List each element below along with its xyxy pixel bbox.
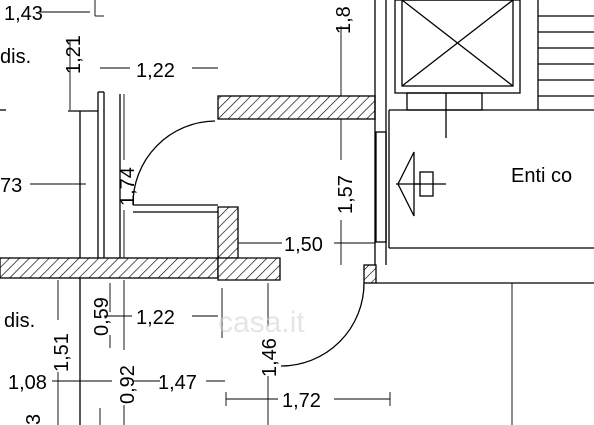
dim-1-47: 1,47 bbox=[158, 372, 197, 394]
dim-3: 3 bbox=[23, 414, 45, 425]
label-dis-top: dis. bbox=[0, 46, 31, 68]
room-label: Enti co bbox=[511, 165, 572, 187]
dim-0-92: 0,92 bbox=[117, 365, 139, 404]
dim-1-08: 1,08 bbox=[8, 372, 47, 394]
watermark: casa.it bbox=[218, 306, 305, 339]
dim-1-51: 1,51 bbox=[51, 333, 73, 372]
wall-top bbox=[217, 95, 376, 120]
dim-1-74: 1,74 bbox=[117, 167, 139, 206]
dim-1-21: 1,21 bbox=[63, 35, 85, 74]
dim-1-57: 1,57 bbox=[335, 175, 357, 214]
wall-middle-block bbox=[217, 206, 281, 281]
door-swing-right bbox=[280, 282, 365, 367]
dimension-lines bbox=[30, 0, 513, 425]
label-dis-low: dis. bbox=[4, 310, 35, 332]
dim-1-43: 1,43 bbox=[4, 3, 43, 25]
dim-1-8: 1,8 bbox=[333, 6, 355, 34]
elevator-shaft bbox=[394, 0, 521, 138]
dim-0-59: 0,59 bbox=[91, 297, 113, 336]
wall-left-long bbox=[0, 257, 219, 279]
dim-1-46: 1,46 bbox=[259, 338, 281, 377]
dim-1-72: 1,72 bbox=[282, 390, 321, 412]
dim-73: 73 bbox=[0, 175, 22, 197]
door-swing-left bbox=[132, 120, 216, 206]
dim-1-22-low: 1,22 bbox=[136, 307, 175, 329]
fixture-symbol bbox=[396, 151, 446, 217]
dim-1-22-top: 1,22 bbox=[136, 60, 175, 82]
dim-1-50: 1,50 bbox=[284, 234, 323, 256]
wall-small-right bbox=[363, 264, 377, 284]
stairs bbox=[537, 0, 594, 110]
